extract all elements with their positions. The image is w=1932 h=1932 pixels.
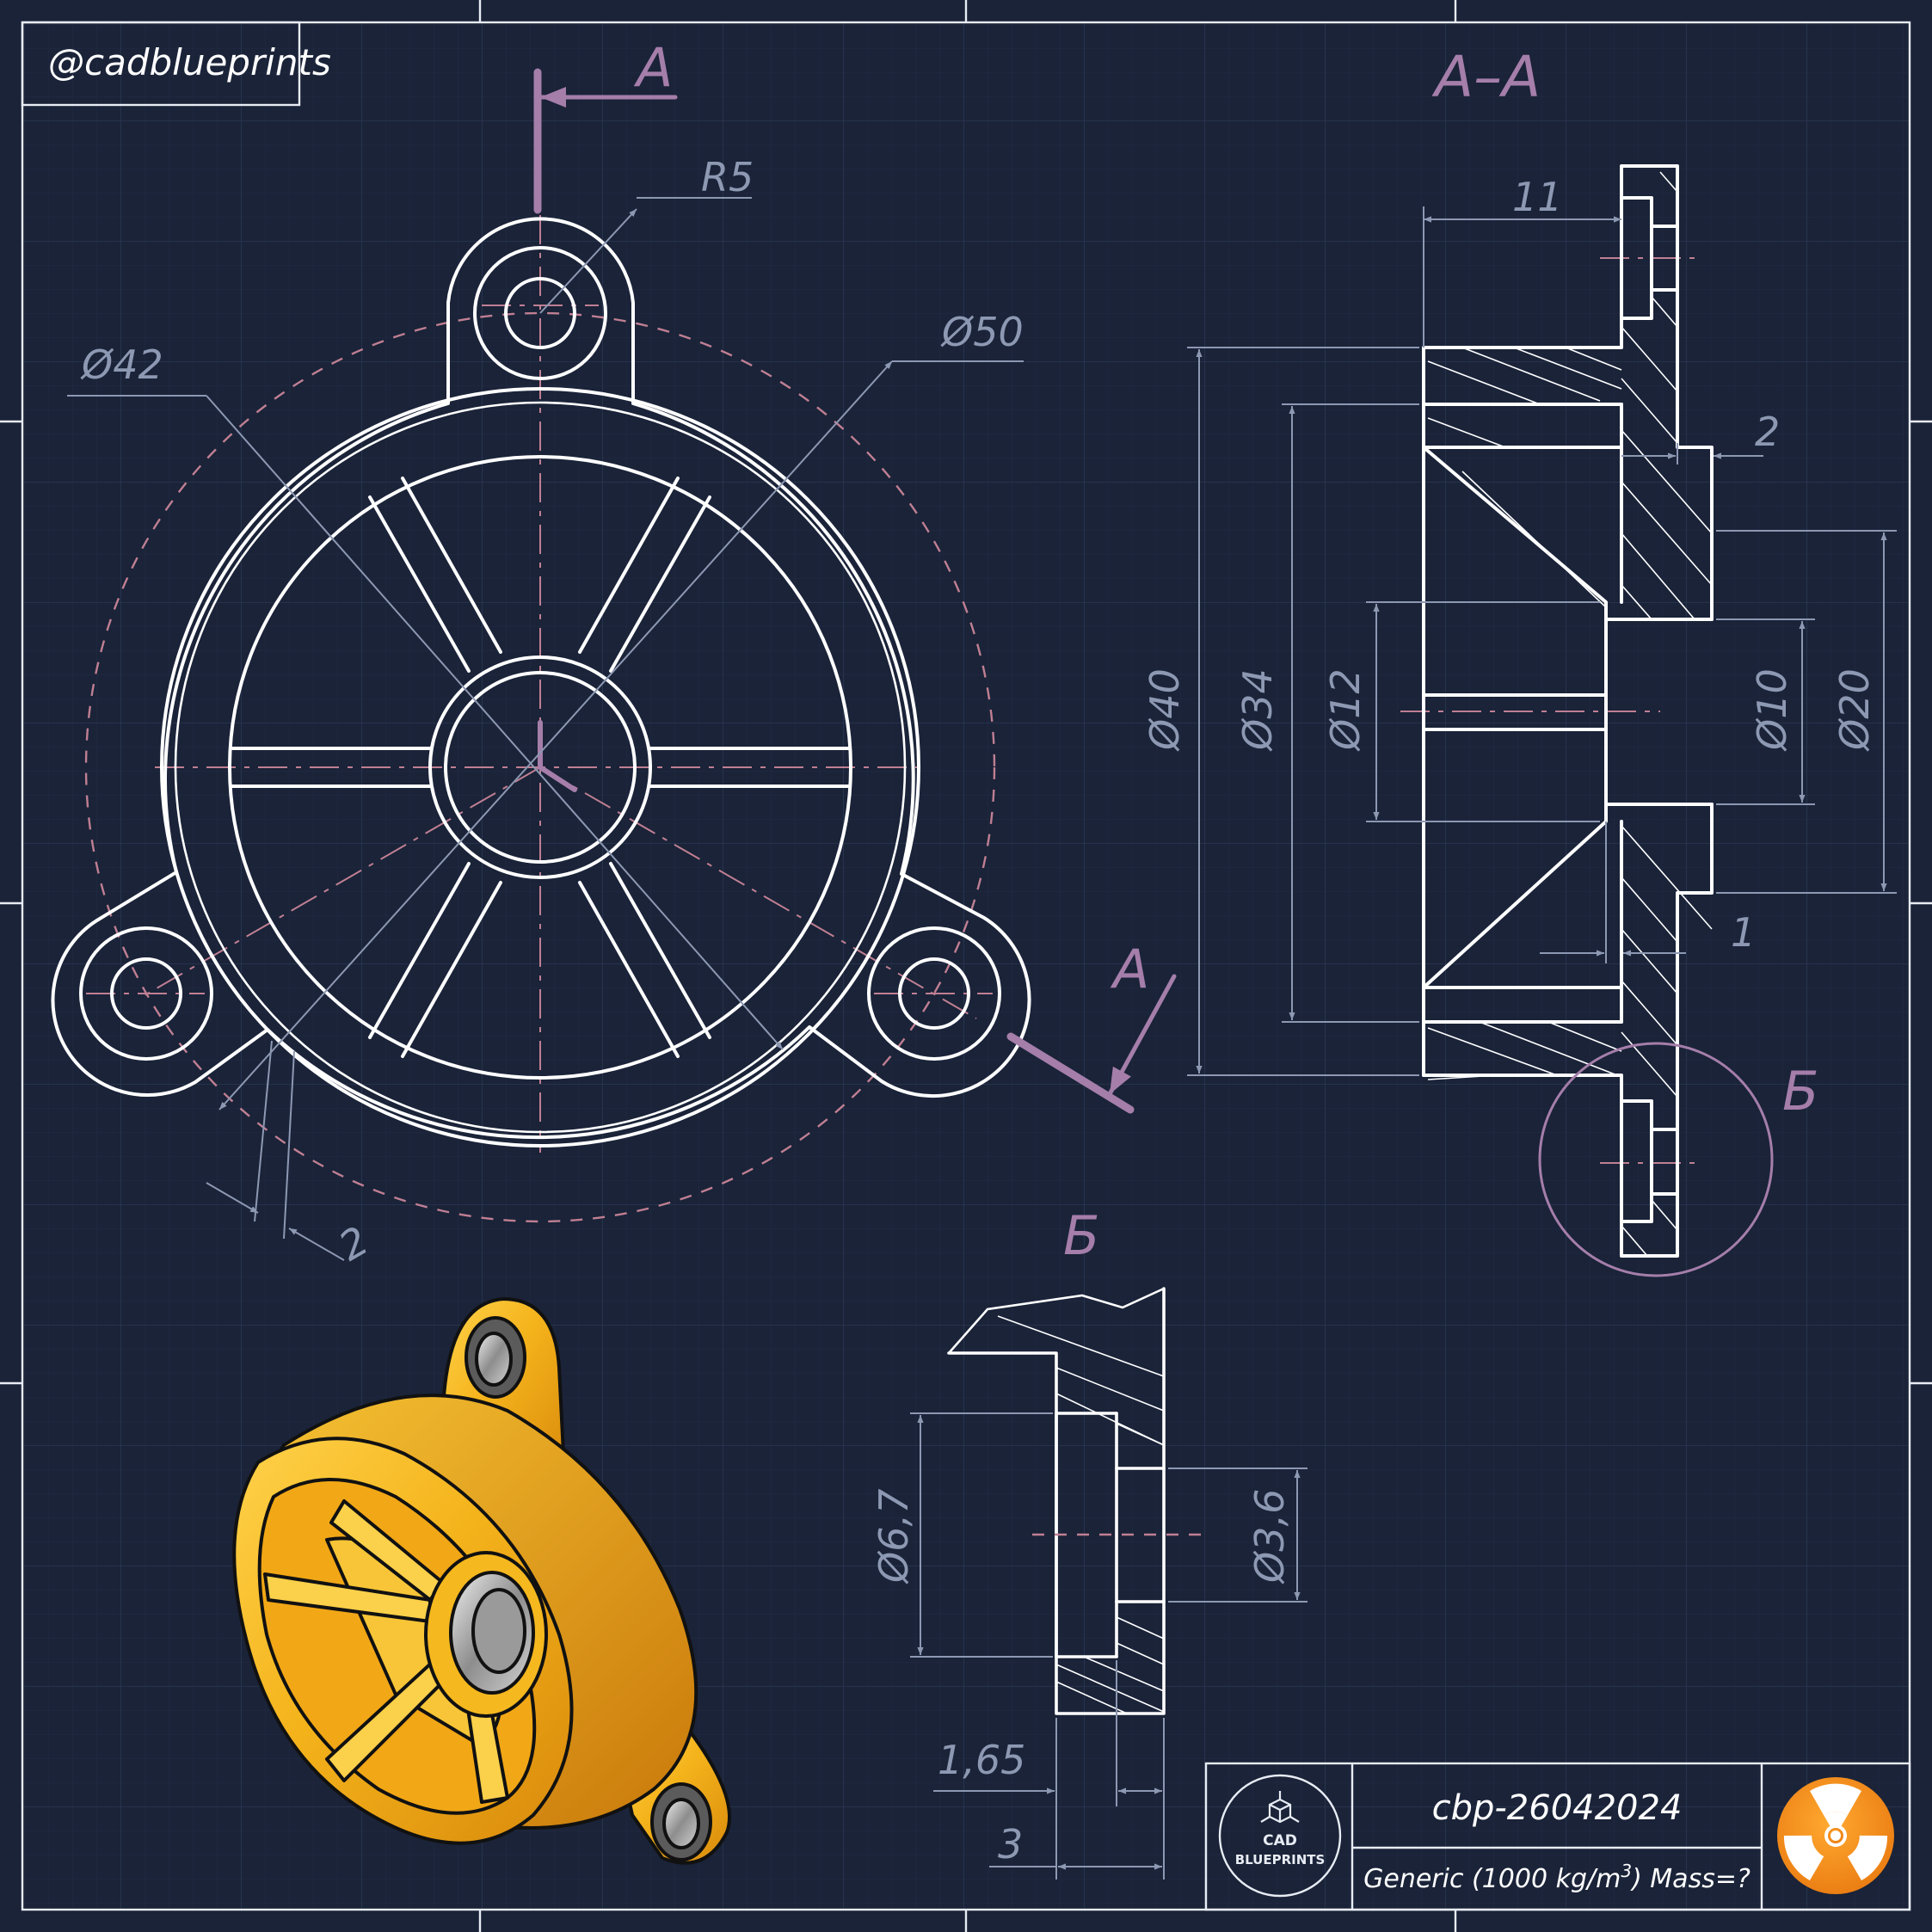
dim-d50: Ø50 [940,309,1024,355]
cad-logo: CAD BLUEPRINTS [1218,1774,1342,1898]
cut-label-top: A [633,36,673,99]
section-view [1400,164,1714,1258]
dim-1-65: 1,65 [938,1737,1025,1783]
detail-circle [1538,1042,1774,1277]
dim-d10: Ø10 [1749,668,1795,752]
detail-label: Б [1782,1060,1819,1123]
dim-eleven: 11 [1512,174,1563,220]
front-view-dimensions: R5 Ø50 Ø42 2 [67,154,1024,1270]
radiation-icon [1777,1777,1894,1894]
dim-two-side: 2 [1755,409,1780,455]
dim-one: 1 [1731,909,1756,956]
logo-line2: BLUEPRINTS [1235,1852,1326,1867]
watermark-box: @cadblueprints [21,21,331,107]
dim-d6-7: Ø6,7 [871,1489,917,1584]
dim-d20: Ø20 [1831,668,1878,752]
section-label: A–A [1431,44,1541,110]
dim-3: 3 [998,1821,1023,1867]
material-sup: 3 [1621,1861,1632,1881]
cut-label-bottom: A [1110,938,1149,1000]
section-dimensions: 11 2 1 Ø40 Ø34 Ø12 Ø10 Ø20 [1141,174,1897,1076]
dim-d12: Ø12 [1322,668,1369,752]
detail-view [947,1287,1204,1715]
detail-dimensions: Ø6,7 Ø3,6 1,65 3 [871,1412,1307,1880]
logo-line1: CAD [1263,1832,1297,1849]
drawing-number: cbp-26042024 [1432,1788,1683,1828]
dim-d3-6: Ø3,6 [1246,1489,1293,1584]
dim-d40: Ø40 [1141,668,1188,752]
cut-marker-top: A [533,36,678,214]
isometric-part [232,1297,731,1865]
cut-marker-bottom: A [1006,938,1177,1114]
dim-d42: Ø42 [80,341,163,388]
detail-view-label: Б [1063,1204,1100,1267]
material-text: Generic (1000 kg/m3) Mass=? [1363,1861,1750,1894]
dim-d34: Ø34 [1234,668,1281,752]
title-block: CAD BLUEPRINTS cbp-26042024 Generic (100… [1204,1762,1911,1911]
material-prefix: Generic (1000 kg/m [1363,1864,1621,1894]
watermark-text: @cadblueprints [48,41,331,83]
dim-r5: R5 [701,154,754,200]
bolt-circle-d50 [84,311,996,1223]
lug-hole-left [79,926,213,1061]
cube-logo-icon [1260,1791,1300,1824]
material-suffix: ) Mass=? [1630,1864,1750,1894]
